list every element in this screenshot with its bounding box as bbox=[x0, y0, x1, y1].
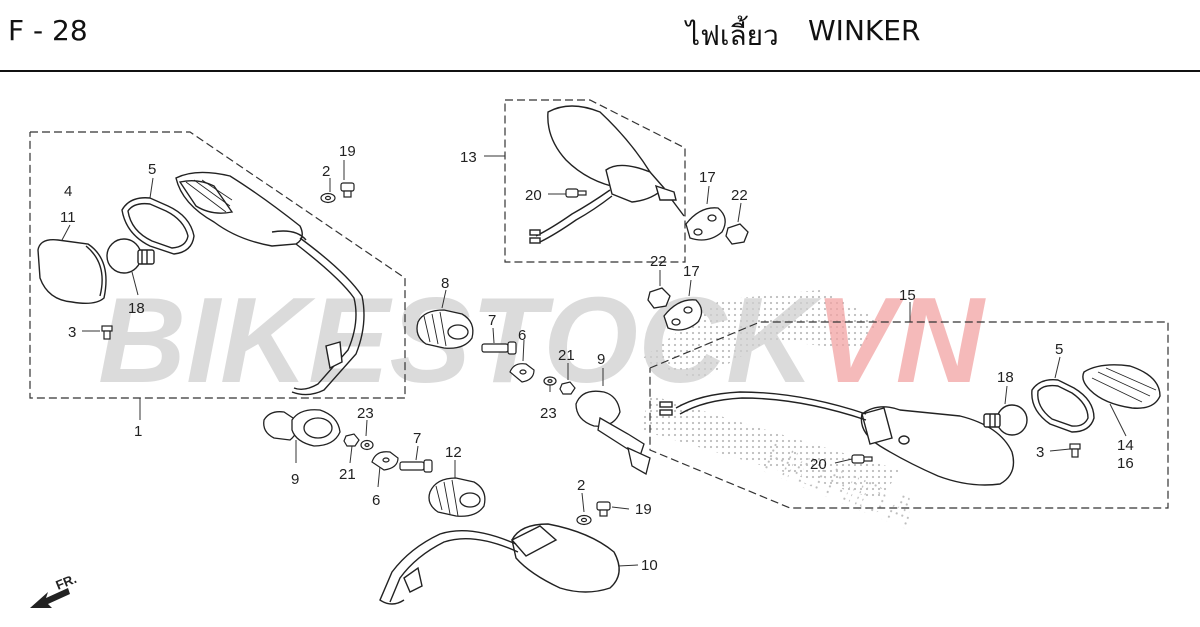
lbl-8: 8 bbox=[441, 275, 449, 292]
part-screw-3-right bbox=[1069, 443, 1081, 458]
part-socket-8 bbox=[416, 309, 474, 349]
part-grommet-9-left bbox=[263, 409, 341, 447]
part-socket-12 bbox=[428, 477, 486, 517]
lbl-11: 11 bbox=[60, 209, 76, 226]
lbl-20b: 20 bbox=[810, 456, 827, 473]
lbl-3a: 3 bbox=[68, 324, 76, 341]
lbl-21b: 21 bbox=[339, 466, 356, 483]
part-winker-assembly-13 bbox=[529, 105, 685, 244]
title-thai: ไฟเลี้ยว bbox=[686, 19, 779, 52]
lbl-18b: 18 bbox=[997, 369, 1014, 386]
lbl-4: 4 bbox=[64, 183, 72, 200]
lbl-19b: 19 bbox=[635, 501, 652, 518]
part-plate-17-mid bbox=[663, 299, 703, 331]
lbl-1: 1 bbox=[134, 423, 142, 440]
part-washer-23-mid bbox=[543, 376, 557, 386]
lbl-17a: 17 bbox=[699, 169, 716, 186]
lbl-15: 15 bbox=[899, 287, 916, 304]
direction-label: FR. bbox=[54, 571, 79, 593]
lbl-22b: 22 bbox=[650, 253, 667, 270]
lbl-17b: 17 bbox=[683, 263, 700, 280]
parts-diagram: HONDA BIKESTOCKVN bbox=[29, 99, 1169, 608]
part-rubber-6-top bbox=[509, 363, 535, 383]
lbl-3b: 3 bbox=[1036, 444, 1044, 461]
part-bulb-18-left bbox=[106, 238, 155, 274]
part-gasket-5-left bbox=[121, 197, 195, 255]
lbl-9b: 9 bbox=[291, 471, 299, 488]
part-lens-14-16 bbox=[1082, 364, 1161, 409]
lbl-22a: 22 bbox=[731, 187, 748, 204]
part-rubber-6-bottom bbox=[371, 451, 399, 471]
lbl-18a: 18 bbox=[128, 300, 145, 317]
part-nut-22-mid bbox=[647, 287, 671, 309]
part-winker-housing-left bbox=[175, 171, 307, 247]
lbl-23b: 23 bbox=[357, 405, 374, 422]
lbl-6a: 6 bbox=[518, 327, 526, 344]
part-socket-bulb-7-top bbox=[481, 341, 517, 355]
part-number-labels: 19 2 5 4 11 18 3 1 13 20 17 22 22 17 15 … bbox=[60, 143, 1134, 574]
part-gasket-5-right bbox=[1031, 379, 1095, 433]
figure-code: F - 28 bbox=[8, 14, 88, 47]
part-screw-20-right bbox=[851, 454, 873, 464]
part-nut-22-top bbox=[725, 223, 749, 245]
part-socket-bulb-7-bottom bbox=[399, 459, 433, 473]
part-washer-2-bottom bbox=[576, 514, 592, 526]
watermark-accent: VN bbox=[814, 272, 986, 408]
lbl-2b: 2 bbox=[577, 477, 585, 494]
part-lens-11 bbox=[37, 239, 107, 305]
lbl-12: 12 bbox=[445, 444, 462, 461]
lbl-9a: 9 bbox=[597, 351, 605, 368]
lbl-21a: 21 bbox=[558, 347, 575, 364]
lbl-14: 14 bbox=[1117, 437, 1134, 454]
lbl-2a: 2 bbox=[322, 163, 330, 180]
lbl-13: 13 bbox=[460, 149, 477, 166]
watermark: BIKESTOCKVN bbox=[98, 272, 987, 408]
front-direction-marker: FR. bbox=[30, 571, 79, 608]
lbl-19a: 19 bbox=[339, 143, 356, 160]
part-winker-assembly-15 bbox=[659, 391, 1015, 486]
lbl-5a: 5 bbox=[148, 161, 156, 178]
lbl-23a: 23 bbox=[540, 405, 557, 422]
assembly-box-1 bbox=[29, 131, 406, 399]
part-bolt-19-top bbox=[340, 182, 355, 198]
lbl-20a: 20 bbox=[525, 187, 542, 204]
part-washer-23-left bbox=[360, 439, 374, 451]
title-english: WINKER bbox=[808, 14, 921, 47]
part-washer-2-top bbox=[320, 192, 336, 204]
part-nut-21-mid bbox=[559, 381, 576, 395]
header-bar: F - 28 ไฟเลี้ยว WINKER bbox=[0, 0, 1200, 72]
svg-text:BIKESTOCKVN: BIKESTOCKVN bbox=[98, 272, 987, 408]
lbl-7a: 7 bbox=[488, 312, 496, 329]
part-bolt-19-bottom bbox=[596, 501, 611, 517]
part-bulb-18-right bbox=[983, 404, 1028, 436]
lbl-7b: 7 bbox=[413, 430, 421, 447]
part-stay-arm-left bbox=[291, 237, 365, 396]
assembly-box-15 bbox=[649, 321, 1169, 509]
part-nut-21-left bbox=[343, 433, 360, 447]
lbl-16: 16 bbox=[1117, 455, 1134, 472]
lbl-6b: 6 bbox=[372, 492, 380, 509]
lbl-10: 10 bbox=[641, 557, 658, 574]
part-plate-17-top bbox=[685, 207, 726, 241]
part-grommet-9-right bbox=[575, 390, 651, 475]
part-screw-3-left bbox=[101, 325, 113, 340]
lbl-5b: 5 bbox=[1055, 341, 1063, 358]
part-screw-20-top bbox=[565, 188, 587, 198]
part-winker-10 bbox=[379, 523, 620, 605]
